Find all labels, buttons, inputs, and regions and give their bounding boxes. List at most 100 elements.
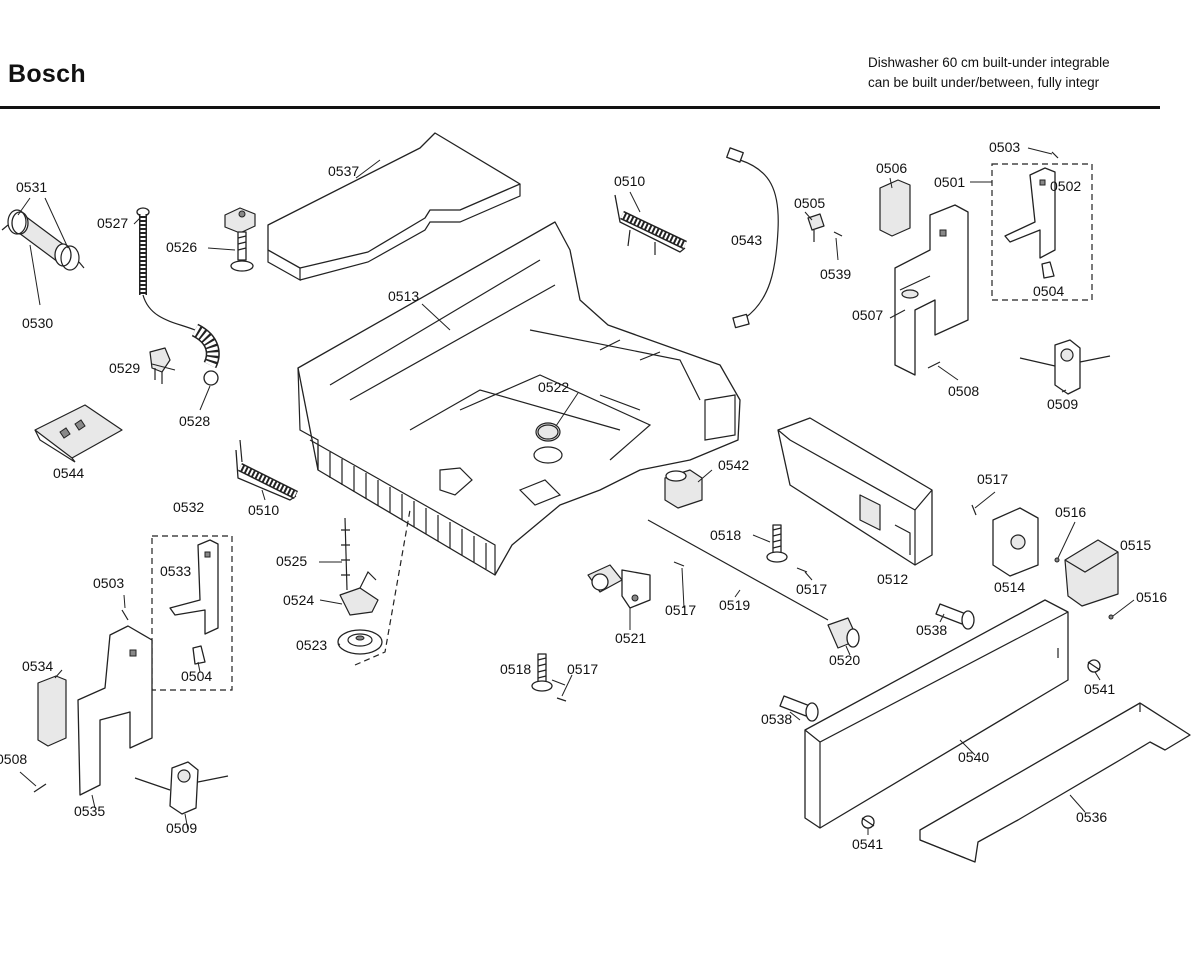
part-0536-base-strip[interactable]	[919, 702, 1191, 863]
part-0529-hose-clip[interactable]	[149, 347, 171, 384]
callout-0510-left: 0510	[248, 502, 279, 518]
part-0524-linkage[interactable]	[339, 570, 379, 616]
part-0538-bolt-right[interactable]	[935, 603, 975, 630]
brand-title: Bosch	[8, 60, 86, 88]
callout-0503-left: 0503	[93, 575, 124, 591]
part-0514-cover[interactable]	[992, 507, 1039, 577]
callout-0533: 0533	[160, 563, 191, 579]
callout-0518-left: 0518	[500, 661, 531, 677]
part-0533-bracket[interactable]	[169, 539, 219, 635]
part-0544-document-bag[interactable]	[34, 404, 123, 463]
callout-0517-valve: 0517	[665, 602, 696, 618]
callout-0539: 0539	[820, 266, 851, 282]
part-0534-cover-left[interactable]	[37, 675, 67, 747]
part-0504-clip[interactable]	[1041, 261, 1055, 279]
part-0502-hinge-bracket[interactable]	[1004, 167, 1056, 259]
diagram-subtitle: Dishwasher 60 cm built-under integrable …	[868, 53, 1110, 93]
callout-0514: 0514	[994, 579, 1025, 595]
callout-0503-top: 0503	[989, 139, 1020, 155]
part-0508-screw-left[interactable]	[33, 783, 47, 793]
callout-0530: 0530	[22, 315, 53, 331]
part-0531-hose-clamps[interactable]	[1, 209, 85, 271]
callout-0520: 0520	[829, 652, 860, 668]
callout-0504-left: 0504	[181, 668, 212, 684]
part-0527-drain-hose[interactable]	[136, 207, 220, 369]
callout-0516-right: 0516	[1136, 589, 1167, 605]
callout-0526: 0526	[166, 239, 197, 255]
callout-0536: 0536	[1076, 809, 1107, 825]
callout-0516-top: 0516	[1055, 504, 1086, 520]
part-0535-bracket-left[interactable]	[77, 625, 153, 796]
callout-0529: 0529	[109, 360, 140, 376]
callout-0521: 0521	[615, 630, 646, 646]
callout-0508-left: 0508	[0, 751, 27, 767]
callout-0543: 0543	[731, 232, 762, 248]
callout-0513: 0513	[388, 288, 419, 304]
group-0501-dashed-box	[991, 163, 1093, 301]
part-0508-screw-right[interactable]	[927, 361, 941, 369]
part-0516-screw-a[interactable]	[1054, 557, 1060, 563]
part-0518-leveling-foot-left[interactable]	[531, 653, 553, 692]
part-0509-hinge-cam-left[interactable]	[134, 761, 229, 815]
callout-0510-top: 0510	[614, 173, 645, 189]
part-0541-screw-left[interactable]	[861, 815, 875, 829]
part-0504-clip-left[interactable]	[192, 645, 206, 665]
callout-0523: 0523	[296, 637, 327, 653]
callout-0544: 0544	[53, 465, 84, 481]
part-0540-kickplate[interactable]	[804, 599, 1069, 829]
part-0517-screw-right[interactable]	[971, 504, 977, 516]
callout-0525: 0525	[276, 553, 307, 569]
part-0513-base-tub[interactable]	[297, 221, 741, 576]
callout-0509-left: 0509	[166, 820, 197, 836]
callout-0517-bottom: 0517	[567, 661, 598, 677]
part-0525-rod[interactable]	[341, 517, 350, 591]
part-0509-hinge-cam-right[interactable]	[1019, 339, 1111, 395]
callout-0538-left: 0538	[761, 711, 792, 727]
part-0520-foot[interactable]	[827, 617, 860, 649]
part-0517-screw-valve[interactable]	[673, 561, 685, 567]
callout-0518-right: 0518	[710, 527, 741, 543]
callout-0506: 0506	[876, 160, 907, 176]
part-0542-pump[interactable]	[664, 469, 703, 509]
part-0538-bolt-left[interactable]	[779, 695, 819, 722]
link-0523-dashed	[354, 509, 411, 666]
part-0521-valve[interactable]	[587, 564, 651, 609]
part-0518-leveling-foot-right[interactable]	[766, 524, 788, 563]
callout-0507: 0507	[852, 307, 883, 323]
part-0522-float[interactable]	[537, 424, 559, 440]
part-0526-clip-screw[interactable]	[224, 207, 256, 272]
callout-0542: 0542	[718, 457, 749, 473]
callout-0540: 0540	[958, 749, 989, 765]
part-0539-screw[interactable]	[833, 231, 843, 237]
part-0537-cover-plate[interactable]	[267, 132, 521, 282]
callout-0517-right: 0517	[977, 471, 1008, 487]
callout-0508-right: 0508	[948, 383, 979, 399]
part-0506-cover[interactable]	[879, 179, 911, 237]
part-0510-hinge-spring-top[interactable]	[614, 194, 687, 255]
callout-0541-right: 0541	[1084, 681, 1115, 697]
callout-0534: 0534	[22, 658, 53, 674]
callout-labels: 0531 0530 0527 0526 0537 0513 0510 0543 …	[0, 139, 1167, 852]
part-0503-screw-top[interactable]	[1051, 151, 1059, 159]
part-0541-screw-right[interactable]	[1087, 659, 1101, 673]
callout-0505: 0505	[794, 195, 825, 211]
part-0516-screw-b[interactable]	[1108, 614, 1114, 620]
part-0503-screw-left[interactable]	[121, 609, 129, 621]
part-0505-switch[interactable]	[807, 213, 825, 242]
part-0530-hose-piece[interactable]	[11, 211, 72, 267]
part-0523-wheel[interactable]	[337, 629, 383, 655]
part-0510-hinge-spring-left[interactable]	[235, 439, 299, 501]
callout-0528: 0528	[179, 413, 210, 429]
callout-0509-right: 0509	[1047, 396, 1078, 412]
callout-0537: 0537	[328, 163, 359, 179]
part-0519-rod[interactable]	[647, 519, 829, 621]
part-0512-control-module[interactable]	[777, 417, 933, 566]
part-0515-cap[interactable]	[1064, 539, 1119, 607]
part-0517-screw-mid[interactable]	[796, 567, 808, 573]
part-0507-bracket[interactable]	[894, 204, 969, 376]
part-0543-wire-harness[interactable]	[726, 147, 779, 329]
part-0517-screw-bottom[interactable]	[556, 697, 567, 702]
subtitle-line-1: Dishwasher 60 cm built-under integrable	[868, 55, 1110, 70]
part-0528-valve-ball[interactable]	[203, 370, 219, 386]
